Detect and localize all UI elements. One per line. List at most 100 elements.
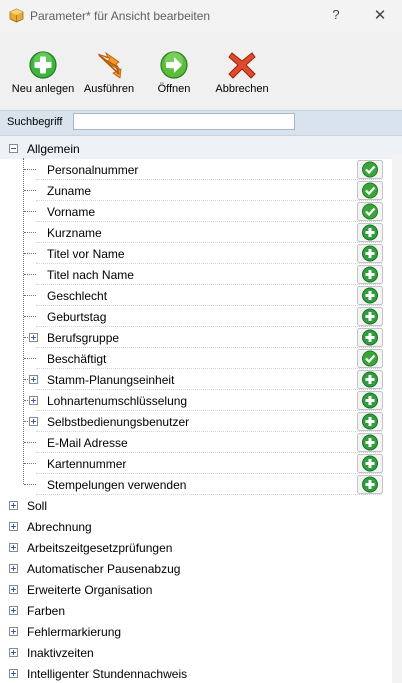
tree-item[interactable]: Stamm-Planungseinheit [0, 369, 402, 390]
tree-item[interactable]: Beschäftigt [0, 348, 402, 369]
tree-group[interactable]: Soll [0, 495, 402, 516]
lightning-icon [97, 51, 122, 79]
row-separator [36, 200, 382, 201]
tree-item-label: Kurzname [47, 226, 102, 240]
help-button[interactable]: ? [332, 7, 340, 22]
expand-icon[interactable] [29, 417, 38, 426]
tree-group-label: Intelligenter Stundennachweis [27, 667, 188, 681]
tree-item[interactable]: Stempelungen verwenden [0, 474, 402, 495]
collapse-icon[interactable] [9, 144, 18, 153]
tree-item[interactable]: Lohnartenumschlüsselung [0, 390, 402, 411]
check-icon[interactable] [357, 181, 383, 200]
expand-icon[interactable] [9, 648, 18, 657]
tree-item[interactable]: Personalnummer [0, 159, 402, 180]
tree-item-label: Personalnummer [47, 163, 139, 177]
tree-item[interactable]: Kartennummer [0, 453, 402, 474]
app-box-icon [9, 8, 24, 23]
scrollbar[interactable] [392, 154, 402, 683]
close-button[interactable]: ✕ [373, 7, 387, 24]
plus-icon[interactable] [357, 307, 383, 326]
tree-group[interactable]: Erweiterte Organisation [0, 579, 402, 600]
expand-icon[interactable] [9, 585, 18, 594]
plus-icon[interactable] [357, 454, 383, 473]
plus-icon[interactable] [357, 433, 383, 452]
row-separator [36, 473, 382, 474]
expand-icon[interactable] [9, 501, 18, 510]
tree-item[interactable]: Berufsgruppe [0, 327, 402, 348]
tree-item-label: Zuname [47, 184, 92, 198]
run-button[interactable]: Ausführen [80, 50, 138, 95]
plus-icon[interactable] [357, 223, 383, 242]
plus-icon[interactable] [357, 244, 383, 263]
expand-icon[interactable] [9, 543, 18, 552]
tree-group-label: Erweiterte Organisation [27, 583, 153, 597]
search-bar: Suchbegriff [0, 110, 402, 136]
tree-group[interactable]: Arbeitszeitgesetzprüfungen [0, 537, 402, 558]
tree-group[interactable]: Fehlermarkierung [0, 621, 402, 642]
tree-item[interactable]: E-Mail Adresse [0, 432, 402, 453]
tree-item-label: Stamm-Planungseinheit [47, 373, 175, 387]
tree-group[interactable]: Automatischer Pausenabzug [0, 558, 402, 579]
expand-icon[interactable] [29, 375, 38, 384]
search-label: Suchbegriff [7, 116, 63, 128]
tree-item[interactable]: Titel vor Name [0, 243, 402, 264]
expand-icon[interactable] [9, 669, 18, 678]
row-separator [36, 389, 382, 390]
tree-group[interactable]: Farben [0, 600, 402, 621]
cancel-button[interactable]: Abbrechen [212, 50, 272, 95]
tree-item-label: E-Mail Adresse [47, 436, 128, 450]
expand-icon[interactable] [9, 522, 18, 531]
tree-item[interactable]: Geburtstag [0, 306, 402, 327]
row-separator [36, 284, 382, 285]
tree-item[interactable]: Geschlecht [0, 285, 402, 306]
open-button[interactable]: Öffnen [150, 50, 198, 95]
tree-branch-line [24, 190, 36, 191]
tree-item[interactable]: Zuname [0, 180, 402, 201]
tree-branch-line [24, 358, 36, 359]
tree-item-label: Titel nach Name [47, 268, 134, 282]
tree-root-allgemein[interactable]: Allgemein [0, 138, 402, 159]
tree-item[interactable]: Vorname [0, 201, 402, 222]
tree-group-label: Farben [27, 604, 66, 618]
row-separator [36, 179, 382, 180]
tree-item-label: Geburtstag [47, 310, 107, 324]
tree-item-label: Lohnartenumschlüsselung [47, 394, 188, 408]
plus-icon[interactable] [357, 475, 383, 494]
plus-icon[interactable] [357, 412, 383, 431]
tree-item-label: Stempelungen verwenden [47, 478, 187, 492]
expand-icon[interactable] [9, 606, 18, 615]
plus-icon[interactable] [357, 286, 383, 305]
expand-icon[interactable] [29, 396, 38, 405]
tree-branch-line [24, 274, 36, 275]
tree-group[interactable]: Abrechnung [0, 516, 402, 537]
tree-item-label: Vorname [47, 205, 96, 219]
expand-icon[interactable] [9, 564, 18, 573]
row-separator [36, 221, 382, 222]
check-icon[interactable] [357, 349, 383, 368]
tree-group[interactable]: Intelligenter Stundennachweis [0, 663, 402, 683]
expand-icon[interactable] [29, 333, 38, 342]
plus-icon[interactable] [357, 370, 383, 389]
tree-item-label: Kartennummer [47, 457, 127, 471]
tree-item-label: Berufsgruppe [47, 331, 120, 345]
check-icon[interactable] [357, 160, 383, 179]
run-button-label: Ausführen [83, 83, 135, 95]
tree-group-label: Abrechnung [27, 520, 92, 534]
row-separator [36, 263, 382, 264]
tree-item[interactable]: Titel nach Name [0, 264, 402, 285]
row-separator [36, 452, 382, 453]
tree-group[interactable]: Inaktivzeiten [0, 642, 402, 663]
plus-icon[interactable] [357, 265, 383, 284]
plus-icon[interactable] [357, 328, 383, 347]
new-button[interactable]: Neu anlegen [10, 50, 76, 95]
expand-icon[interactable] [9, 627, 18, 636]
tree-item-label: Selbstbedienungsbenutzer [47, 415, 190, 429]
search-input[interactable] [73, 113, 295, 130]
tree-branch-line [24, 295, 36, 296]
tree-branch-line [24, 253, 36, 254]
tree-group-label: Soll [27, 499, 48, 513]
check-icon[interactable] [357, 202, 383, 221]
tree-item[interactable]: Kurzname [0, 222, 402, 243]
tree-item[interactable]: Selbstbedienungsbenutzer [0, 411, 402, 432]
plus-icon[interactable] [357, 391, 383, 410]
